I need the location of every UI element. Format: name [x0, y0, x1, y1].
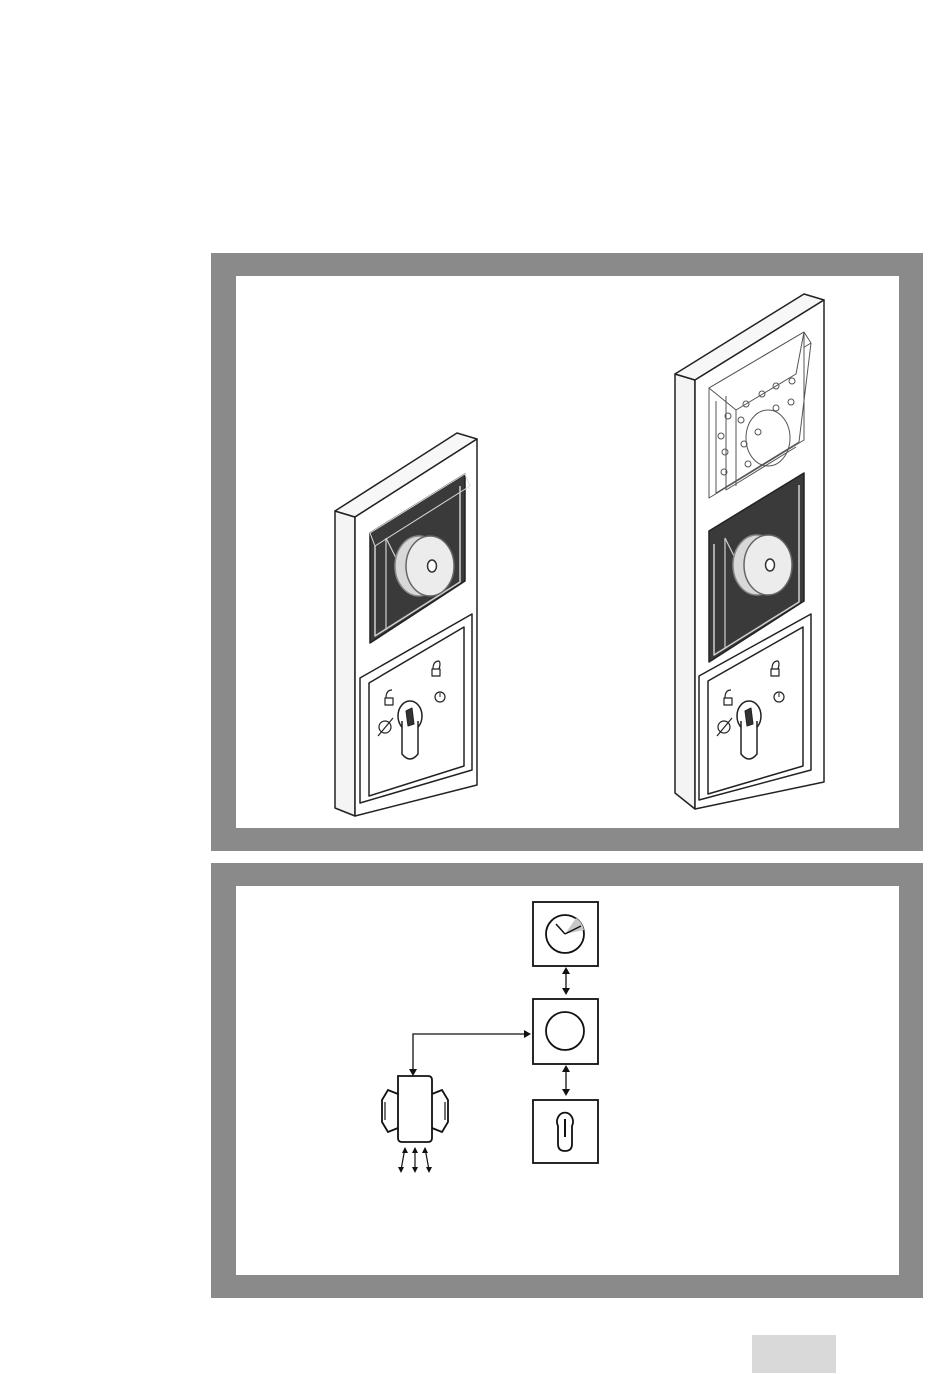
single-frame — [335, 433, 477, 816]
button-key-link — [562, 1065, 570, 1096]
timer-block — [533, 902, 598, 966]
schematic-area — [236, 886, 899, 1275]
timer-button-link — [562, 967, 570, 995]
actuator-button-link — [409, 1030, 531, 1076]
double-frame — [675, 294, 824, 809]
push-button-block — [533, 999, 598, 1064]
page-number-tab — [752, 1335, 836, 1373]
motor-actuator — [382, 1076, 448, 1173]
illustration-area — [236, 276, 899, 828]
schematic-frame — [211, 863, 923, 1298]
switch-illustrations — [236, 276, 899, 828]
key-cylinder-block — [533, 1100, 598, 1163]
illustration-frame — [211, 253, 923, 851]
wiring-schematic — [236, 886, 899, 1275]
